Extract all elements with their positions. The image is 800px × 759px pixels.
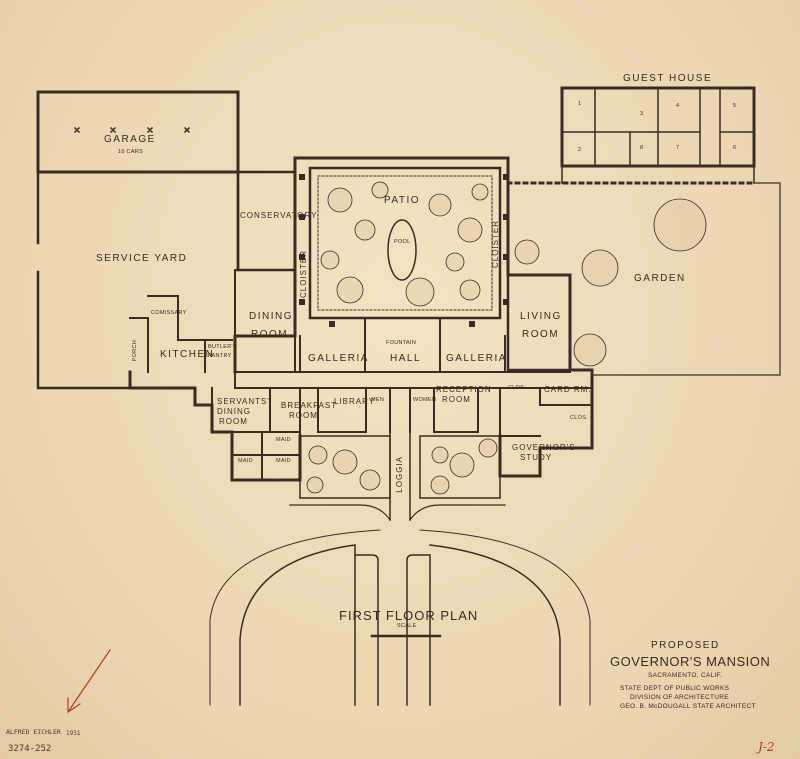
maid-label-1: MAID [276, 437, 291, 443]
dining-room-label: ROOM [251, 329, 289, 340]
study-label: STUDY [520, 453, 553, 462]
conservatory-walls [236, 170, 297, 272]
loggia-court-right [419, 435, 501, 499]
title-location: SACRAMENTO, CALIF. [648, 672, 723, 679]
living-label: LIVING [520, 311, 562, 322]
men-label: MEN [371, 397, 385, 403]
guest-room-number: 5 [733, 103, 737, 109]
galleria-left-label: GALLERIA [308, 353, 369, 364]
guest-room-number: 4 [676, 103, 680, 109]
maid-label-2: MAID [238, 458, 253, 464]
commissary-label: COMISSARY [151, 310, 187, 316]
red-arrow [67, 649, 111, 713]
reception-label: RECEPTION [436, 385, 492, 394]
pool-outline [387, 219, 417, 281]
servants-label: SERVANTS' [217, 397, 270, 406]
title-name: GOVERNOR'S MANSION [610, 654, 771, 669]
library-label: LIBRARY [334, 397, 376, 406]
guest-house-label: GUEST HOUSE [623, 73, 713, 84]
butlers-label: BUTLER'S [208, 344, 237, 350]
porch-label: PORCH [132, 340, 138, 362]
guest-room-number: 6 [733, 145, 737, 151]
main-house-walls [128, 156, 594, 482]
conservatory-label: CONSERVATORY [240, 211, 318, 220]
loggia-label: LOGGIA [395, 456, 404, 493]
women-label: WOMEN [413, 397, 437, 403]
patio-label: PATIO [384, 195, 421, 206]
kitchen-label: KITCHEN [160, 349, 215, 360]
signature-text: ALFRED EICHLER [6, 728, 61, 736]
clos-left-label: CLOS. [508, 385, 527, 391]
title-proposed: PROPOSED [651, 640, 720, 651]
guest-room-number: 1 [578, 101, 582, 107]
title-division: DIVISION OF ARCHITECTURE [630, 694, 729, 701]
guest-room-number: 3 [640, 111, 644, 117]
reception-room-label: ROOM [442, 395, 471, 404]
guest-room-number: 7 [676, 145, 680, 151]
galleria-right-label: GALLERIA [446, 353, 507, 364]
catalog-number: 3274-252 [8, 744, 52, 754]
breakfast-room-label: ROOM [289, 411, 318, 420]
patio-walls [308, 166, 502, 320]
driveway [239, 544, 561, 706]
cloister-left-label: CLOISTER [299, 250, 308, 299]
servants-dining-label: DINING [217, 407, 251, 416]
hall-label: HALL [390, 353, 422, 364]
sheet-mark: J-2 [758, 740, 775, 754]
clos-right-label: CLOS. [570, 415, 589, 421]
living-room-walls [506, 273, 572, 372]
service-yard-label: SERVICE YARD [96, 253, 188, 264]
guest-room-number: 2 [578, 147, 582, 153]
garden-tree [653, 198, 707, 252]
breakfast-label: BREAKFAST [281, 401, 338, 410]
dining-label: DINING [249, 311, 293, 322]
governors-label: GOVERNOR'S [512, 443, 576, 452]
garage-note: 10 CARS [118, 149, 144, 155]
title-dept: STATE DEPT OF PUBLIC WORKS [620, 685, 730, 692]
card-room-label: CARD RM. [544, 385, 592, 394]
signature-year: 1931 [66, 730, 81, 737]
pool-label: POOL [394, 239, 411, 245]
fountain-label: FOUNTAIN [386, 340, 417, 346]
garden-label: GARDEN [634, 273, 686, 284]
scale-label: SCALE [397, 623, 417, 629]
plan-title: FIRST FLOOR PLAN [339, 608, 479, 623]
title-architect: GEO. B. McDOUGALL STATE ARCHITECT [620, 703, 756, 710]
cloister-right-label: CLOISTER [491, 220, 500, 269]
living-room-label: ROOM [522, 329, 560, 340]
pantry-label: PANTRY [208, 353, 232, 359]
garage-walls [36, 90, 240, 174]
garage-label: GARAGE [104, 134, 156, 145]
guest-room-number: 8 [640, 145, 644, 151]
servants-room-label: ROOM [219, 417, 248, 426]
maid-label-3: MAID [276, 458, 291, 464]
